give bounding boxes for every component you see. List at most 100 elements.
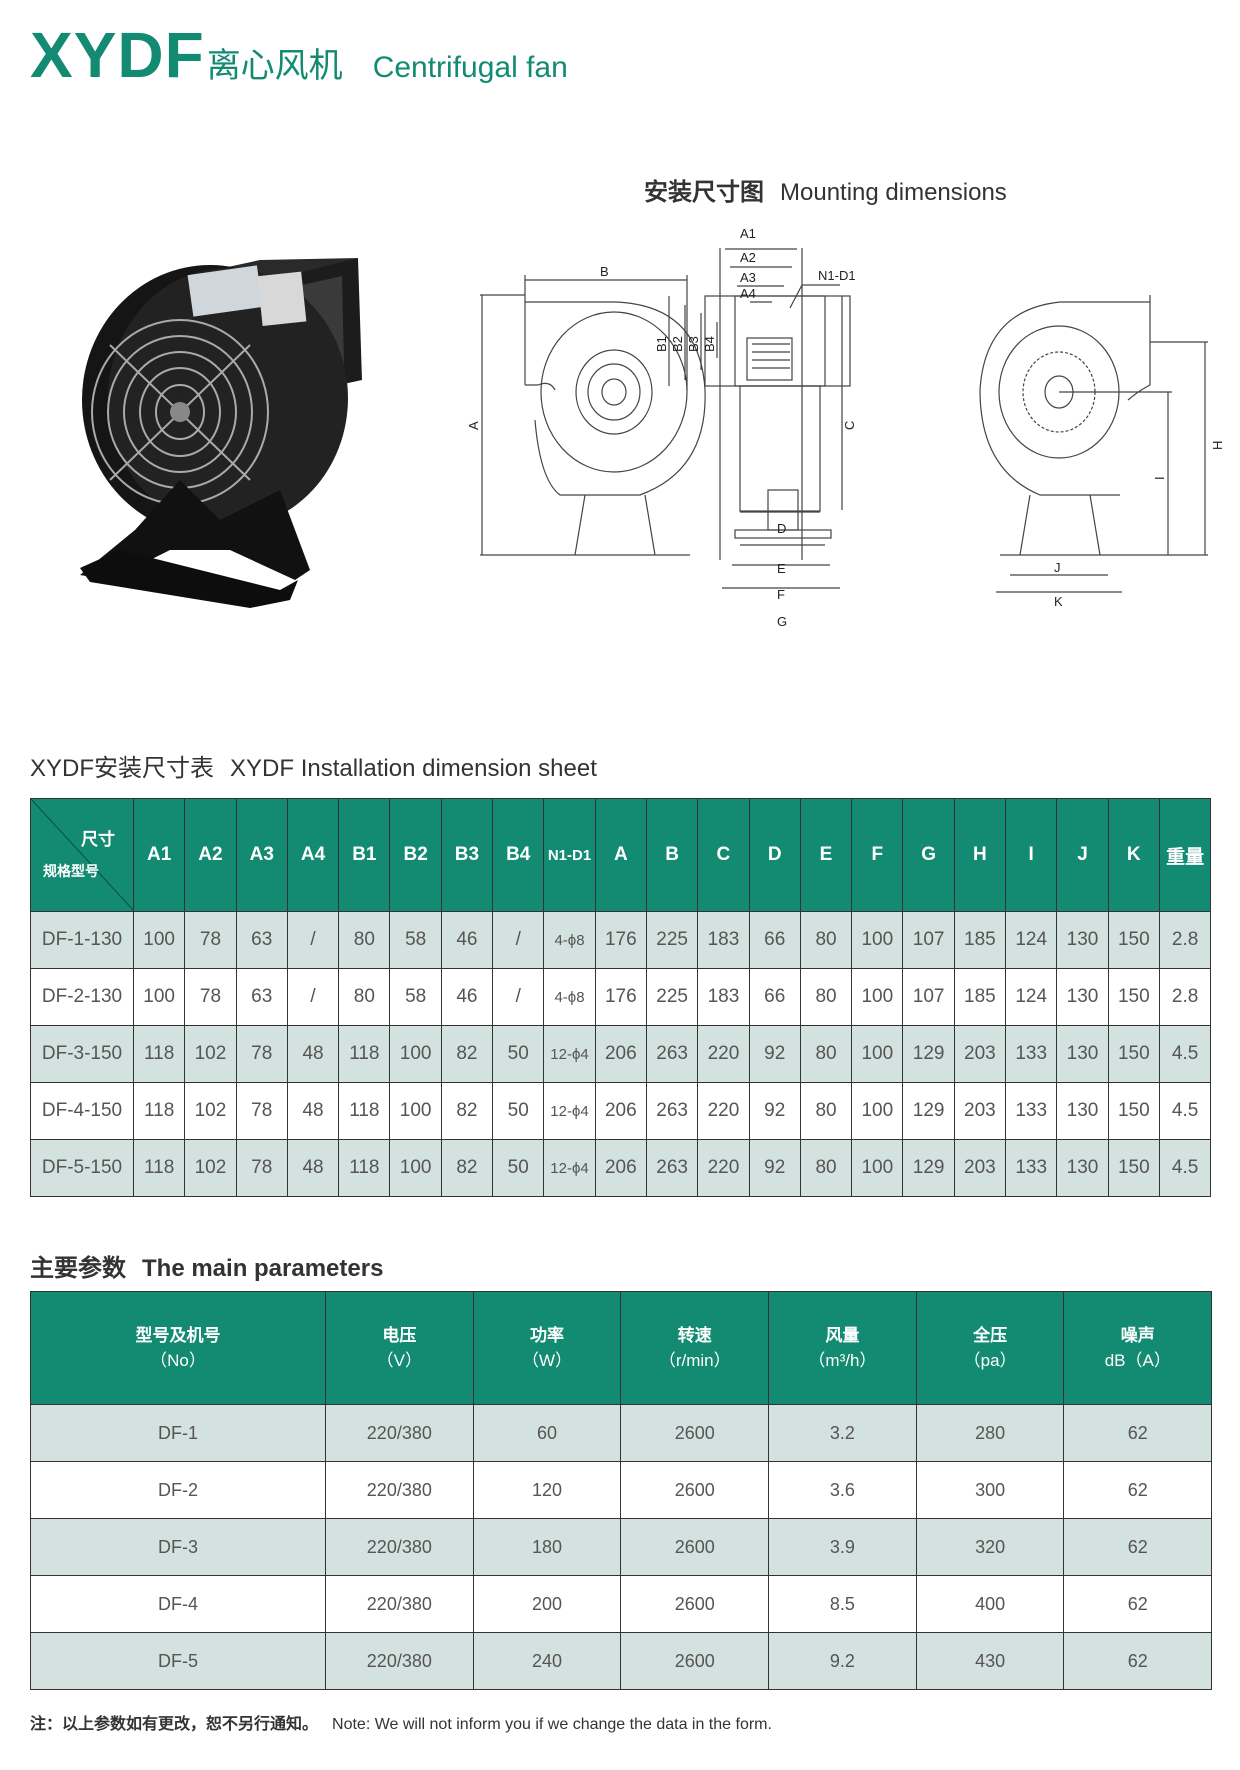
value-cell: 206: [594, 1082, 647, 1140]
value-cell: 225: [645, 911, 699, 969]
value-cell: 102: [184, 1082, 237, 1140]
value-cell: 80: [799, 1025, 853, 1083]
value-cell: 63: [235, 968, 288, 1026]
model-cell: DF-5: [30, 1632, 326, 1690]
value-cell: 130: [1056, 1139, 1109, 1197]
value-cell: 82: [440, 1082, 494, 1140]
column-header: I: [1005, 798, 1058, 912]
value-cell: 118: [132, 1082, 186, 1140]
value-cell: 130: [1056, 911, 1109, 969]
value-cell: 46: [440, 911, 494, 969]
value-cell: 80: [799, 968, 853, 1026]
value-cell: 118: [132, 1139, 186, 1197]
side-view-drawing: A1 A2 A3 A4 N1-D1 B1 B2 B3 B4 C D E F G: [654, 226, 857, 629]
value-cell: 4-ϕ8: [543, 911, 596, 969]
value-cell: 62: [1063, 1518, 1213, 1576]
label-A1: A1: [740, 226, 756, 241]
value-cell: 50: [492, 1082, 545, 1140]
value-cell: 80: [799, 1139, 853, 1197]
value-cell: 80: [799, 1082, 853, 1140]
value-cell: 50: [492, 1025, 545, 1083]
fan-product-photo: [80, 258, 362, 608]
label-K: K: [1054, 594, 1063, 609]
value-cell: 80: [338, 968, 391, 1026]
column-header-unit: （r/min）: [658, 1351, 731, 1370]
label-C: C: [842, 421, 857, 430]
value-cell: 78: [184, 911, 237, 969]
column-header: 功率（W）: [472, 1291, 622, 1405]
value-cell: 102: [184, 1139, 237, 1197]
label-B4: B4: [702, 336, 717, 352]
value-cell: 102: [184, 1025, 237, 1083]
value-cell: 129: [902, 1025, 955, 1083]
value-cell: 82: [440, 1025, 494, 1083]
column-header: B: [645, 798, 699, 912]
value-cell: 107: [902, 911, 955, 969]
label-G: G: [777, 614, 787, 629]
value-cell: 12-ϕ4: [543, 1139, 596, 1197]
value-cell: 60: [472, 1404, 622, 1462]
column-header-unit: dB（A）: [1104, 1351, 1171, 1370]
mounting-dimension-drawings: A B A1 A2 A3 A4 N1-D1 B1 B2 B3 B4 C D E: [466, 226, 1225, 629]
model-cell: DF-4-150: [30, 1082, 134, 1140]
value-cell: 78: [235, 1025, 288, 1083]
model-cell: DF-1-130: [30, 911, 134, 969]
corner-label-model: 规格型号: [43, 863, 99, 879]
value-cell: 58: [389, 911, 442, 969]
value-cell: 2.8: [1158, 911, 1212, 969]
value-cell: 118: [132, 1025, 186, 1083]
value-cell: 82: [440, 1139, 494, 1197]
value-cell: 185: [953, 968, 1007, 1026]
value-cell: 150: [1107, 1139, 1160, 1197]
value-cell: 300: [915, 1461, 1065, 1519]
column-header: K: [1107, 798, 1160, 912]
column-header: G: [902, 798, 955, 912]
column-header: 噪声 dB（A）: [1063, 1291, 1213, 1405]
value-cell: 100: [389, 1082, 442, 1140]
label-B1: B1: [654, 336, 669, 352]
model-cell: DF-3-150: [30, 1025, 134, 1083]
value-cell: 92: [748, 1025, 801, 1083]
value-cell: 100: [851, 1025, 904, 1083]
value-cell: 225: [645, 968, 699, 1026]
column-header: 重量: [1158, 798, 1212, 912]
value-cell: 220: [697, 1025, 750, 1083]
value-cell: 206: [594, 1139, 647, 1197]
value-cell: 263: [645, 1139, 699, 1197]
value-cell: 9.2: [768, 1632, 917, 1690]
title-cn: 离心风机: [206, 47, 343, 85]
column-header: 电压（V）: [325, 1291, 474, 1405]
value-cell: 100: [132, 968, 186, 1026]
column-header: A4: [286, 798, 340, 912]
value-cell: 185: [953, 911, 1007, 969]
column-header-name: 噪声: [1120, 1326, 1155, 1345]
value-cell: 66: [748, 968, 801, 1026]
value-cell: 8.5: [768, 1575, 917, 1633]
value-cell: 3.6: [768, 1461, 917, 1519]
front-view-drawing: A B: [466, 264, 706, 556]
value-cell: 176: [594, 968, 647, 1026]
value-cell: 92: [748, 1139, 801, 1197]
value-cell: 2600: [620, 1575, 770, 1633]
value-cell: 133: [1005, 1139, 1058, 1197]
column-header-unit: （W）: [522, 1351, 573, 1370]
value-cell: 107: [902, 968, 955, 1026]
column-header: D: [748, 798, 801, 912]
value-cell: 124: [1005, 968, 1058, 1026]
value-cell: 203: [953, 1082, 1007, 1140]
column-header: A: [594, 798, 647, 912]
value-cell: 130: [1056, 1082, 1109, 1140]
value-cell: 2.8: [1158, 968, 1212, 1026]
title-en: Centrifugal fan: [372, 51, 568, 84]
column-header-name: 转速: [677, 1326, 712, 1345]
value-cell: 220/380: [325, 1575, 474, 1633]
value-cell: 4.5: [1158, 1025, 1212, 1083]
value-cell: 280: [915, 1404, 1065, 1462]
